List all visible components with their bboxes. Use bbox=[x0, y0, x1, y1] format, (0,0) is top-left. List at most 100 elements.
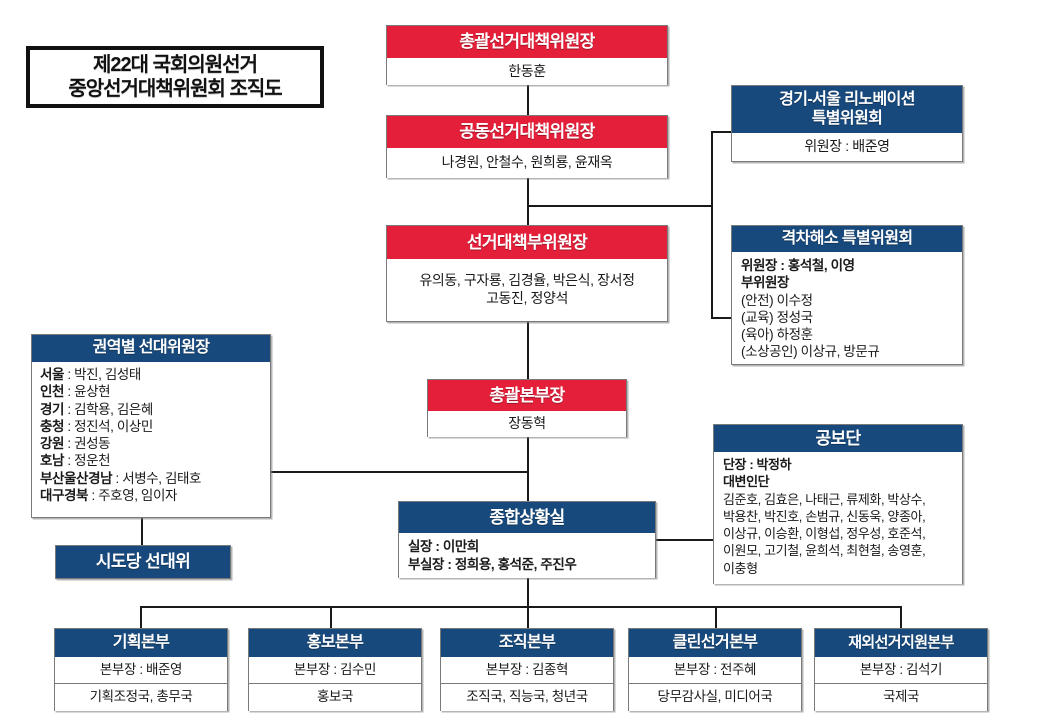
regional-row-daegu-gyeongbuk: 대구경북 : 주호영, 임이자 bbox=[40, 487, 177, 503]
connector-to-renovation-committee bbox=[711, 131, 731, 133]
regional-region-daegu-gyeongbuk: 대구경북 bbox=[40, 487, 89, 503]
node-gap-resolution-body: 위원장 : 홍석철, 이영 부위원장 (안전) 이수정 (교육) 정성국 (육아… bbox=[732, 252, 962, 364]
regional-row-honam: 호남 : 정운천 bbox=[40, 453, 111, 469]
connector-bus-to-dept-1 bbox=[140, 606, 142, 628]
gap-resolution-vice-chair-education: (교육) 정성국 bbox=[741, 309, 813, 325]
node-situation-room[interactable]: 종합상황실 실장 : 이만희 부실장 : 정희용, 홍석준, 주진우 bbox=[398, 501, 656, 578]
department-planning-header: 기획본부 bbox=[55, 629, 227, 657]
department-planning-chief: 본부장 : 배준영 bbox=[55, 657, 227, 683]
node-renovation-header: 경기-서울 리노베이션 특별위원회 bbox=[732, 86, 962, 133]
department-organization-divisions: 조직국, 직능국, 청년국 bbox=[441, 683, 613, 711]
node-department-organization[interactable]: 조직본부 본부장 : 김종혁 조직국, 직능국, 청년국 bbox=[440, 628, 614, 711]
department-publicity-divisions: 홍보국 bbox=[249, 683, 421, 711]
regional-names-busan-ulsan-gyeongnam: 서병수, 김태호 bbox=[122, 470, 202, 486]
node-chief-election-committee[interactable]: 총괄선거대책위원장 한동훈 bbox=[386, 25, 668, 85]
node-renovation-header-line-1: 경기-서울 리노베이션 bbox=[779, 90, 915, 108]
regional-row-gyeonggi: 경기 : 김학용, 김은혜 bbox=[40, 401, 153, 417]
connector-generalhq-to-situationroom bbox=[527, 437, 529, 501]
node-general-hq-body: 장동혁 bbox=[428, 411, 626, 437]
node-department-planning[interactable]: 기획본부 본부장 : 배준영 기획조정국, 총무국 bbox=[54, 628, 228, 711]
node-chief-header: 총괄선거대책위원장 bbox=[387, 26, 667, 58]
connector-right-bracket-vertical bbox=[711, 131, 713, 319]
connector-situationroom-to-bottombus bbox=[527, 578, 529, 608]
regional-region-busan-ulsan-gyeongnam: 부산울산경남 bbox=[40, 470, 113, 486]
node-co-chief-header: 공동선거대책위원장 bbox=[387, 116, 667, 148]
connector-chief-to-cochief bbox=[527, 85, 529, 115]
gap-resolution-vice-chair-smallbusiness: (소상공인) 이상규, 방문규 bbox=[741, 344, 880, 360]
node-general-headquarters-chief[interactable]: 총괄본부장 장동혁 bbox=[427, 379, 627, 437]
connector-bus-to-dept-4 bbox=[715, 606, 717, 628]
connector-regional-to-localparty bbox=[141, 518, 143, 545]
node-local-party-committee[interactable]: 시도당 선대위 bbox=[55, 545, 231, 579]
node-situation-room-body: 실장 : 이만희 부실장 : 정희용, 홍석준, 주진우 bbox=[399, 533, 655, 578]
node-chief-body: 한동훈 bbox=[387, 58, 667, 85]
node-co-chief-election-committee[interactable]: 공동선거대책위원장 나경원, 안철수, 원희룡, 윤재옥 bbox=[386, 115, 668, 178]
pr-group-members-line-4: 이원모, 고기철, 윤희석, 최현철, 송영훈, bbox=[723, 543, 926, 559]
pr-group-members-line-3: 이상규, 이승환, 이형섭, 정우성, 호준석, bbox=[723, 526, 926, 542]
node-co-chief-body: 나경원, 안철수, 원희룡, 윤재옥 bbox=[387, 148, 667, 178]
regional-names-chungcheong: 정진석, 이상민 bbox=[74, 418, 153, 434]
regional-names-gangwon: 권성동 bbox=[74, 436, 111, 452]
regional-names-daegu-gyeongbuk: 주호영, 임이자 bbox=[98, 487, 177, 503]
regional-names-seoul: 박진, 김성태 bbox=[74, 367, 141, 382]
connector-bus-to-dept-3 bbox=[527, 606, 529, 628]
node-regional-header: 권역별 선대위원장 bbox=[32, 335, 270, 362]
connector-to-gap-committee bbox=[711, 317, 731, 319]
gap-resolution-vice-chair-childcare: (육아) 하정훈 bbox=[741, 327, 813, 343]
node-regional-campaign-chiefs[interactable]: 권역별 선대위원장 서울 : 박진, 김성태 인천 : 윤상현 경기 : 김학용… bbox=[31, 334, 271, 518]
chart-title-line-1: 제22대 국회의원선거 bbox=[92, 53, 258, 76]
connector-cochief-to-vicechief bbox=[527, 178, 529, 225]
gap-resolution-chair: 위원장 : 홍석철, 이영 bbox=[741, 258, 855, 273]
pr-group-spokesperson-label: 대변인단 bbox=[723, 474, 770, 490]
regional-region-incheon: 인천 bbox=[40, 384, 65, 400]
regional-names-incheon: 윤상현 bbox=[74, 384, 111, 400]
node-department-publicity[interactable]: 홍보본부 본부장 : 김수민 홍보국 bbox=[248, 628, 422, 711]
node-gap-resolution-header: 격차해소 특별위원회 bbox=[732, 226, 962, 252]
department-publicity-chief: 본부장 : 김수민 bbox=[249, 657, 421, 683]
regional-row-chungcheong: 충청 : 정진석, 이상민 bbox=[40, 418, 153, 434]
node-department-overseas-election-support[interactable]: 재외선거지원본부 본부장 : 김석기 국제국 bbox=[814, 628, 988, 711]
node-general-hq-header: 총괄본부장 bbox=[428, 380, 626, 411]
regional-region-chungcheong: 충청 bbox=[40, 418, 65, 434]
regional-row-seoul: 서울 : 박진, 김성태 bbox=[40, 367, 141, 382]
node-renovation-header-line-2: 특별위원회 bbox=[811, 109, 883, 127]
regional-region-seoul: 서울 bbox=[40, 367, 65, 382]
pr-group-members-line-1: 김준호, 김효은, 나태근, 류제화, 박상수, bbox=[723, 491, 926, 507]
node-gyeonggi-seoul-renovation-committee[interactable]: 경기-서울 리노베이션 특별위원회 위원장 : 배준영 bbox=[731, 85, 963, 162]
connector-regional-to-trunk bbox=[271, 471, 529, 473]
chart-title-line-2: 중앙선거대책위원회 조직도 bbox=[68, 78, 282, 100]
node-vice-chief-header: 선거대책부위원장 bbox=[387, 226, 667, 259]
chart-title: 제22대 국회의원선거 중앙선거대책위원회 조직도 bbox=[26, 46, 324, 108]
node-department-clean-election[interactable]: 클린선거본부 본부장 : 전주혜 당무감사실, 미디어국 bbox=[628, 628, 802, 711]
pr-group-members-line-2: 박용찬, 박진호, 손범규, 신동욱, 양종아, bbox=[723, 508, 926, 524]
node-vice-chief-body-line-2: 고동진, 정양석 bbox=[486, 290, 568, 306]
connector-bus-to-dept-5 bbox=[900, 606, 902, 628]
connector-bus-to-dept-2 bbox=[330, 606, 332, 628]
regional-row-incheon: 인천 : 윤상현 bbox=[40, 384, 111, 400]
department-planning-divisions: 기획조정국, 총무국 bbox=[55, 683, 227, 711]
node-pr-group-body: 단장 : 박정하 대변인단 김준호, 김효은, 나태근, 류제화, 박상수, 박… bbox=[714, 452, 962, 584]
department-overseas-chief: 본부장 : 김석기 bbox=[815, 657, 987, 683]
node-vice-chief-body: 유의동, 구자룡, 김경율, 박은식, 장서정 고동진, 정양석 bbox=[387, 259, 667, 321]
node-public-relations-group[interactable]: 공보단 단장 : 박정하 대변인단 김준호, 김효은, 나태근, 류제화, 박상… bbox=[713, 424, 963, 584]
regional-row-busan-ulsan-gyeongnam: 부산울산경남 : 서병수, 김태호 bbox=[40, 470, 202, 486]
regional-region-gangwon: 강원 bbox=[40, 436, 65, 452]
node-situation-room-header: 종합상황실 bbox=[399, 502, 655, 533]
department-clean-election-chief: 본부장 : 전주혜 bbox=[629, 657, 801, 683]
connector-trunk-to-right-bracket bbox=[527, 205, 713, 207]
department-overseas-divisions: 국제국 bbox=[815, 683, 987, 711]
connector-situationroom-to-prgroup bbox=[656, 539, 713, 541]
regional-row-gangwon: 강원 : 권성동 bbox=[40, 436, 111, 452]
node-pr-group-header: 공보단 bbox=[714, 425, 962, 452]
situation-room-vice-chiefs: 부실장 : 정희용, 홍석준, 주진우 bbox=[408, 556, 577, 572]
node-vice-chief-election-committee[interactable]: 선거대책부위원장 유의동, 구자룡, 김경율, 박은식, 장서정 고동진, 정양… bbox=[386, 225, 668, 322]
node-vice-chief-body-line-1: 유의동, 구자룡, 김경율, 박은식, 장서정 bbox=[419, 272, 635, 289]
node-gap-resolution-committee[interactable]: 격차해소 특별위원회 위원장 : 홍석철, 이영 부위원장 (안전) 이수정 (… bbox=[731, 225, 963, 365]
node-renovation-body: 위원장 : 배준영 bbox=[732, 133, 962, 161]
situation-room-chief: 실장 : 이만희 bbox=[408, 539, 479, 555]
connector-vicechief-to-generalhq bbox=[527, 322, 529, 379]
pr-group-members-line-5: 이충형 bbox=[723, 560, 758, 576]
node-regional-body: 서울 : 박진, 김성태 인천 : 윤상현 경기 : 김학용, 김은혜 충청 :… bbox=[32, 362, 270, 517]
department-clean-election-header: 클린선거본부 bbox=[629, 629, 801, 657]
